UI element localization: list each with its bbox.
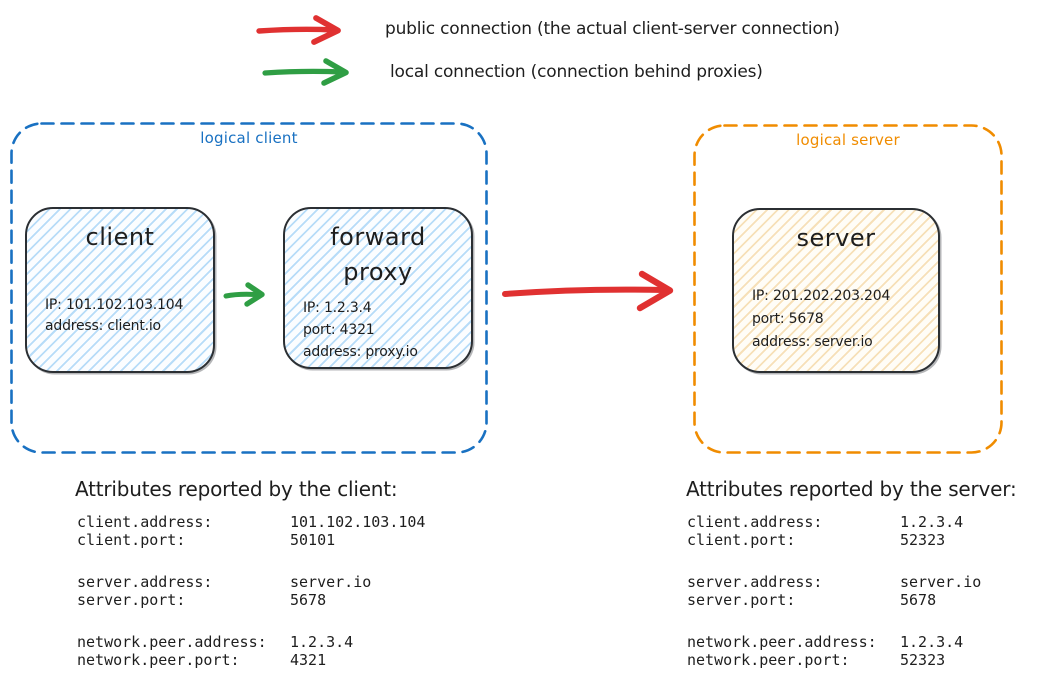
server-node-details: IP: 201.202.203.204 port: 5678 address: … xyxy=(752,288,891,350)
client-attr-group-network-peer: network.peer.address: 1.2.3.4 network.pe… xyxy=(77,633,425,669)
server-node: server IP: 201.202.203.204 port: 5678 ad… xyxy=(732,208,940,373)
attr-row: client.port: 52323 xyxy=(687,531,946,549)
server-attr-group-client: client.address: 1.2.3.4 client.port: 523… xyxy=(687,513,981,549)
local-connection-arrow xyxy=(223,282,265,307)
attr-row: server.address: server.io xyxy=(687,573,982,591)
logical-client-group: logical client client IP: 101.102.103.10… xyxy=(10,122,488,454)
logical-server-group: logical server server IP: 201.202.203.20… xyxy=(693,124,1003,454)
client-node-title: client xyxy=(85,223,155,251)
public-connection-arrow-icon xyxy=(256,15,341,45)
forward-proxy-node-details: IP: 1.2.3.4 port: 4321 address: proxy.io xyxy=(303,300,418,360)
server-node-title: server xyxy=(796,224,876,252)
attr-row: client.address: 101.102.103.104 xyxy=(77,513,426,531)
server-attributes-table: client.address: 1.2.3.4 client.port: 523… xyxy=(687,513,981,686)
forward-proxy-node: forward proxy IP: 1.2.3.4 port: 4321 add… xyxy=(283,207,473,369)
attr-row: server.address: server.io xyxy=(77,573,372,591)
logical-client-border xyxy=(10,122,488,454)
client-node: client IP: 101.102.103.104 address: clie… xyxy=(25,207,215,373)
client-node-details: IP: 101.102.103.104 address: client.io xyxy=(45,297,184,334)
logical-client-label: logical client xyxy=(200,129,298,147)
legend-item-public xyxy=(254,14,360,46)
legend-label-public: public connection (the actual client-ser… xyxy=(385,19,840,39)
logical-server-border xyxy=(693,124,1003,454)
attr-row: network.peer.port: 52323 xyxy=(687,651,946,669)
server-attr-group-network-peer: network.peer.address: 1.2.3.4 network.pe… xyxy=(687,633,981,669)
local-connection-arrow-icon xyxy=(262,58,349,86)
attr-row: network.peer.address: 1.2.3.4 xyxy=(77,633,354,651)
public-connection-arrow xyxy=(502,270,674,312)
server-attr-group-server: server.address: server.io server.port: 5… xyxy=(687,573,981,609)
legend-label-local: local connection (connection behind prox… xyxy=(390,62,763,82)
attr-row: network.peer.address: 1.2.3.4 xyxy=(687,633,964,651)
attr-row: network.peer.port: 4321 xyxy=(77,651,327,669)
client-attributes-table: client.address: 101.102.103.104 client.p… xyxy=(77,513,425,686)
client-attributes-heading: Attributes reported by the client: xyxy=(75,477,398,501)
server-attributes-heading: Attributes reported by the server: xyxy=(686,477,1017,501)
attr-row: server.port: 5678 xyxy=(77,591,327,609)
client-attr-group-server: server.address: server.io server.port: 5… xyxy=(77,573,425,609)
attr-row: server.port: 5678 xyxy=(687,591,937,609)
attr-row: client.address: 1.2.3.4 xyxy=(687,513,964,531)
legend-item-local xyxy=(260,56,366,88)
forward-proxy-node-title: forward proxy xyxy=(330,223,426,286)
logical-server-label: logical server xyxy=(796,131,900,149)
client-attr-group-client: client.address: 101.102.103.104 client.p… xyxy=(77,513,425,549)
attr-row: client.port: 50101 xyxy=(77,531,336,549)
